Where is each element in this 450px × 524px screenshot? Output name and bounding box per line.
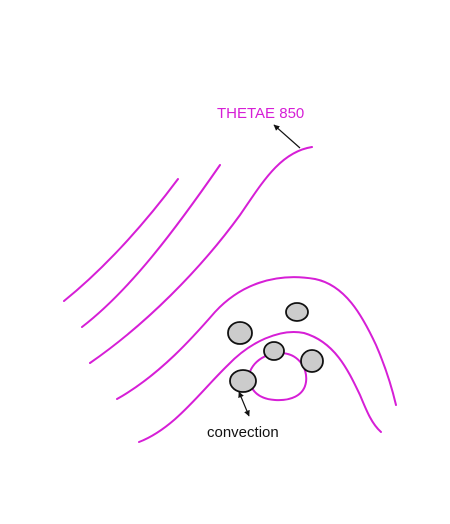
convection-cells: [227, 302, 324, 393]
convection-cell: [227, 321, 253, 345]
contour-line-2: [81, 164, 221, 328]
closed-contour: [247, 351, 308, 402]
thetae-arrow: [273, 124, 301, 149]
convection-label: convection: [207, 424, 279, 441]
contour-line-1: [63, 178, 179, 302]
convection-arrow: [238, 391, 250, 417]
convection-cell: [263, 341, 285, 361]
convection-cell: [229, 369, 257, 393]
convection-cell: [300, 349, 324, 373]
convection-cell: [285, 302, 309, 322]
contour-line-3: [89, 146, 313, 364]
contour-line-4: [116, 276, 397, 406]
thetae-label: THETAE 850: [217, 105, 304, 122]
thetae-contours: [63, 146, 397, 443]
contour-line-5: [138, 331, 382, 443]
